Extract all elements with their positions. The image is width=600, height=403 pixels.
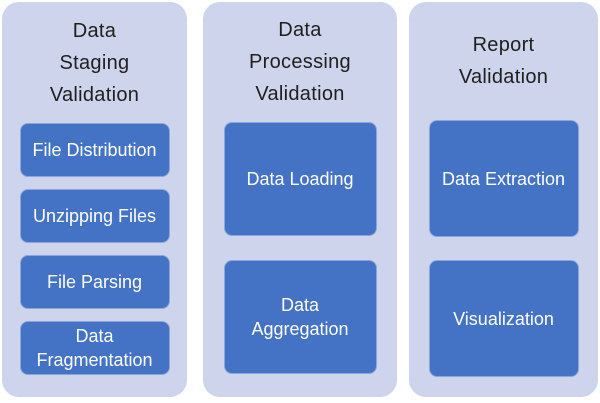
column-title-data-processing: Data Processing Validation	[249, 19, 351, 105]
step-box-list: File Distribution Unzipping Files File P…	[2, 123, 187, 375]
column-title-report-validation: Report Validation	[458, 34, 549, 88]
step-box-data-extraction: Data Extraction	[428, 120, 579, 237]
step-box-list: Data Loading Data Aggregation	[203, 122, 397, 374]
step-box-unzipping-files: Unzipping Files	[19, 189, 170, 243]
column-data-processing-validation: Data Processing Validation Data Loading …	[203, 2, 397, 397]
step-box-file-distribution: File Distribution	[19, 123, 170, 177]
column-report-validation: Report Validation Data Extraction Visual…	[409, 2, 598, 397]
step-box-list: Data Extraction Visualization	[409, 120, 598, 377]
column-data-staging-validation: Data Staging Validation File Distributio…	[2, 2, 187, 397]
step-box-data-fragmentation: Data Fragmentation	[19, 321, 170, 375]
step-box-file-parsing: File Parsing	[19, 255, 170, 309]
column-title-data-staging: Data Staging Validation	[49, 19, 140, 106]
step-box-data-loading: Data Loading	[223, 122, 377, 236]
step-box-visualization: Visualization	[428, 260, 579, 377]
step-box-data-aggregation: Data Aggregation	[223, 260, 377, 374]
